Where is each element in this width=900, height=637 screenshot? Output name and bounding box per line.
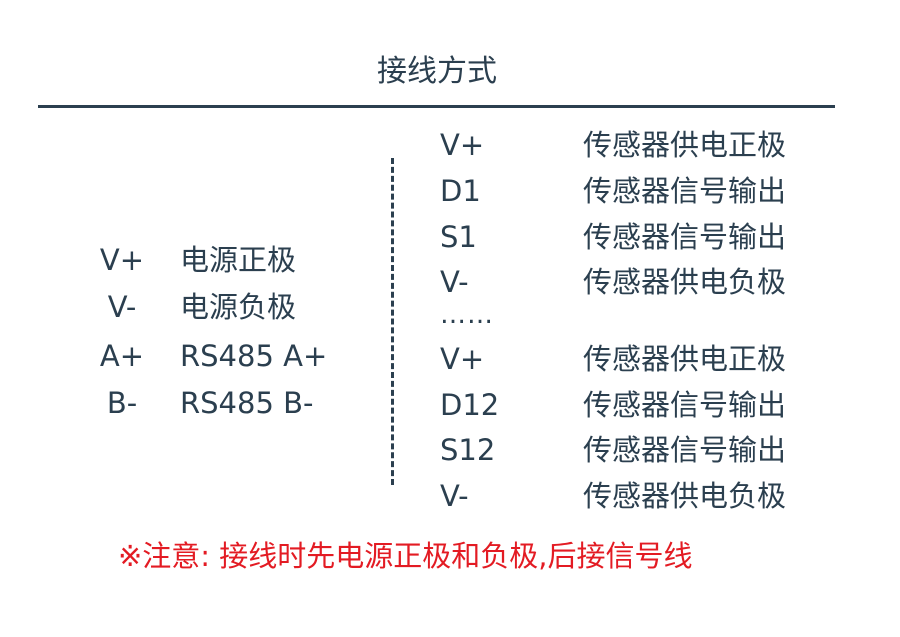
pin-description: 传感器供电负极 [583,265,787,299]
pin-label: V- [440,265,469,299]
sensor-row: D12 传感器信号输出 [440,385,840,425]
sensor-row: D1 传感器信号输出 [440,171,840,211]
page-title: 接线方式 [377,54,497,89]
sensor-row: S1 传感器信号输出 [440,217,840,257]
ellipsis: …… [440,300,494,330]
dashed-separator [391,158,394,485]
pin-description: 传感器供电负极 [583,479,787,513]
pin-label: S1 [440,220,477,254]
pin-label: V+ [99,243,145,277]
pin-description: 传感器信号输出 [583,433,787,467]
wiring-warning-note: ※注意: 接线时先电源正极和负极,后接信号线 [118,539,693,573]
pin-label: B- [106,386,138,420]
pin-description: 传感器供电正极 [583,342,787,376]
pin-label: D12 [440,388,500,422]
pin-description: 传感器供电正极 [583,128,787,162]
sensor-row: S12 传感器信号输出 [440,430,840,470]
pin-description: 传感器信号输出 [583,174,787,208]
title-divider [38,105,835,108]
pin-label: V+ [440,128,485,162]
pin-label: V- [107,290,137,324]
pin-description: RS485 B- [180,386,314,420]
pin-description: 传感器信号输出 [583,388,787,422]
pin-label: D1 [440,174,481,208]
pin-label: A+ [99,339,145,373]
pin-description: RS485 A+ [180,339,328,373]
pin-label: S12 [440,433,496,467]
pin-label: V+ [440,342,485,376]
pin-description: 电源正极 [180,243,297,277]
sensor-row: V- 传感器供电负极 [440,262,840,302]
sensor-row: V+ 传感器供电正极 [440,339,840,379]
sensor-row: V- 传感器供电负极 [440,476,840,516]
sensor-row: V+ 传感器供电正极 [440,125,840,165]
pin-label: V- [440,479,469,513]
pin-description: 电源负极 [180,290,297,324]
pin-description: 传感器信号输出 [583,220,787,254]
